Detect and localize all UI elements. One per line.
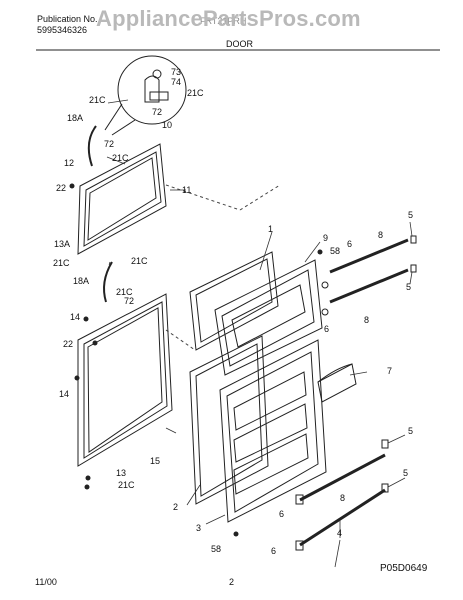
callout-58: 58 bbox=[211, 544, 222, 554]
callout-5: 5 bbox=[406, 282, 412, 292]
callout-72: 72 bbox=[124, 296, 135, 306]
fresh-food-door-outline bbox=[77, 293, 173, 467]
callout-18a: 18A bbox=[73, 276, 90, 286]
callout-6: 6 bbox=[271, 546, 277, 556]
callout-8: 8 bbox=[364, 315, 370, 325]
callout-2: 2 bbox=[173, 502, 179, 512]
diagram-code: P05D0649 bbox=[380, 563, 428, 574]
callout-72: 72 bbox=[104, 139, 115, 149]
callout-21c: 21C bbox=[116, 287, 133, 297]
callout-5: 5 bbox=[408, 210, 414, 220]
footer-date: 11/00 bbox=[35, 577, 57, 587]
callout-21c: 21C bbox=[53, 258, 70, 268]
callout-18a: 18A bbox=[67, 113, 84, 123]
callout-21c: 21C bbox=[131, 256, 148, 266]
fresh-food-gasket bbox=[189, 335, 269, 505]
callout-3: 3 bbox=[196, 523, 202, 533]
freezer-shelf-rails bbox=[321, 235, 417, 316]
callout-13: 13 bbox=[116, 468, 127, 478]
footer-page: 2 bbox=[229, 577, 235, 587]
callout-4: 4 bbox=[337, 528, 343, 538]
watermark: AppliancePartsPros.com bbox=[96, 6, 361, 31]
callout-73: 73 bbox=[171, 67, 182, 77]
publication-label: Publication No. bbox=[37, 14, 98, 24]
callout-21c: 21C bbox=[187, 88, 204, 98]
callout-6: 6 bbox=[279, 509, 285, 519]
callout-8: 8 bbox=[378, 230, 384, 240]
callout-8: 8 bbox=[340, 493, 346, 503]
callout-5: 5 bbox=[408, 426, 414, 436]
callout-6: 6 bbox=[324, 324, 330, 334]
callout-11: 11 bbox=[182, 185, 192, 195]
callout-21c: 21C bbox=[89, 95, 106, 105]
fresh-food-door-liner bbox=[219, 339, 327, 523]
callout-5: 5 bbox=[403, 468, 409, 478]
callout-58: 58 bbox=[330, 246, 341, 256]
callout-72: 72 bbox=[152, 107, 163, 117]
callout-74: 74 bbox=[171, 77, 182, 87]
callout-15: 15 bbox=[150, 456, 161, 466]
callout-22: 22 bbox=[63, 339, 74, 349]
callout-9: 9 bbox=[323, 233, 329, 243]
callout-7: 7 bbox=[387, 366, 393, 376]
callout-10: 10 bbox=[162, 120, 173, 130]
publication-number: 5995346326 bbox=[37, 25, 88, 35]
callout-14: 14 bbox=[59, 389, 70, 399]
callout-21c: 21C bbox=[112, 153, 129, 163]
callout-6: 6 bbox=[347, 239, 353, 249]
callout-1: 1 bbox=[268, 224, 274, 234]
model-number: FRT21PRH bbox=[200, 16, 247, 26]
callout-13a: 13A bbox=[54, 239, 71, 249]
callout-21c: 21C bbox=[118, 480, 135, 490]
section-title: DOOR bbox=[226, 39, 253, 49]
freezer-door-liner bbox=[214, 259, 323, 376]
hinge-detail-circle bbox=[104, 55, 187, 136]
callout-22: 22 bbox=[56, 183, 67, 193]
callout-14: 14 bbox=[70, 312, 81, 322]
dairy-door bbox=[317, 363, 357, 403]
freezer-door-outline bbox=[77, 143, 167, 255]
fresh-food-shelf-rails bbox=[295, 439, 389, 551]
callout-12: 12 bbox=[64, 158, 75, 168]
freezer-gasket bbox=[189, 251, 279, 351]
